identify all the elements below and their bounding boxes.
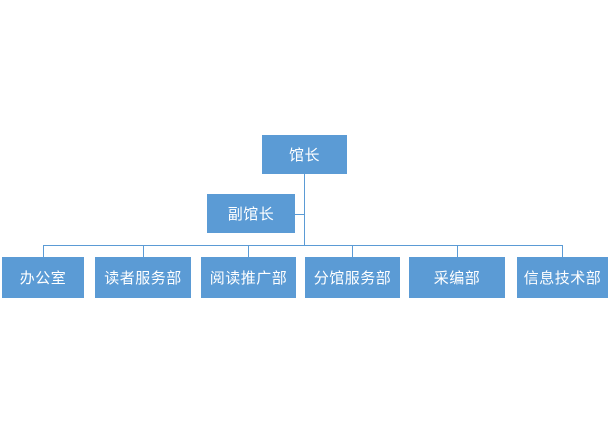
org-node-reader-services[interactable]: 读者服务部 bbox=[95, 257, 191, 298]
connector-trunk bbox=[304, 174, 305, 245]
connector-drop bbox=[43, 245, 44, 257]
org-node-reading-promotion[interactable]: 阅读推广部 bbox=[201, 257, 296, 298]
org-node-deputy-director[interactable]: 副馆长 bbox=[207, 194, 295, 233]
connector-drop bbox=[352, 245, 353, 257]
connector-drop bbox=[457, 245, 458, 257]
org-node-information-technology[interactable]: 信息技术部 bbox=[517, 257, 608, 298]
org-node-office[interactable]: 办公室 bbox=[2, 257, 84, 298]
org-node-branch-services[interactable]: 分馆服务部 bbox=[305, 257, 400, 298]
connector-deputy-link bbox=[295, 214, 304, 215]
org-node-acquisitions[interactable]: 采编部 bbox=[409, 257, 505, 298]
connector-drop bbox=[562, 245, 563, 257]
connector-drop bbox=[248, 245, 249, 257]
org-node-director[interactable]: 馆长 bbox=[262, 135, 347, 174]
connector-rail bbox=[43, 245, 563, 246]
connector-drop bbox=[143, 245, 144, 257]
